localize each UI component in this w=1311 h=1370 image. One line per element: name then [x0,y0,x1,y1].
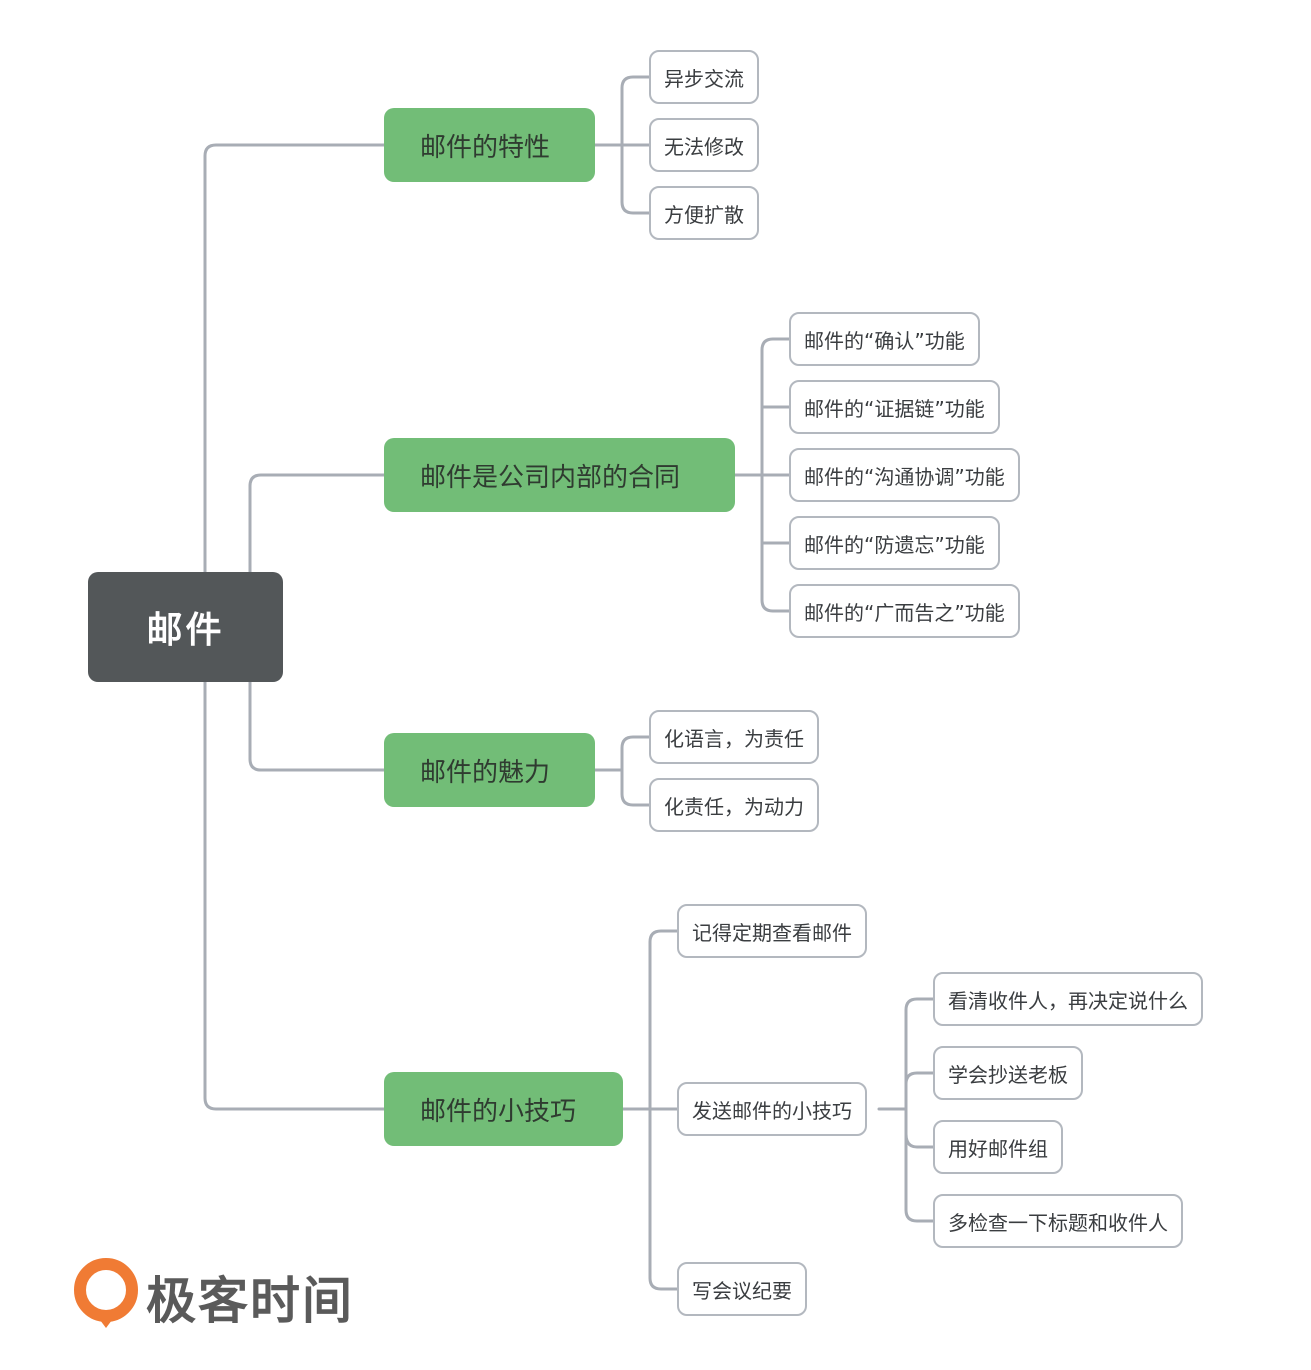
leaf-spread: 方便扩散 [649,186,759,240]
leaf-announce: 邮件的“广而告之”功能 [789,584,1020,638]
contract-stem-line [733,337,791,613]
leaf-coordinate: 邮件的“沟通协调”功能 [789,448,1020,502]
leaf-evidence: 邮件的“证据链”功能 [789,380,1000,434]
leaf-responsibility-motivation: 化责任，为动力 [649,778,819,832]
leaf-async: 异步交流 [649,50,759,104]
branch-tips: 邮件的小技巧 [384,1072,623,1146]
leaf-remember: 邮件的“防遗忘”功能 [789,516,1000,570]
leaf-immutable: 无法修改 [649,118,759,172]
logo-text: 极客时间 [146,1272,354,1330]
leaf-check-recipients: 看清收件人，再决定说什么 [933,972,1203,1026]
leaf-meeting-minutes: 写会议纪要 [677,1262,807,1316]
leaf-confirm: 邮件的“确认”功能 [789,312,980,366]
leaf-double-check: 多检查一下标题和收件人 [933,1194,1183,1248]
send-tips-stem-line [877,997,935,1223]
leaf-language-responsibility: 化语言，为责任 [649,710,819,764]
root-to-charm-line [248,680,386,772]
root-to-contract-line [248,473,386,574]
root-node: 邮件 [88,572,283,682]
charm-stem-line [593,735,651,807]
branch-charm: 邮件的魅力 [384,733,595,807]
traits-stem-line [593,75,651,215]
leaf-send-tips: 发送邮件的小技巧 [677,1082,867,1136]
geektime-logo-icon [74,1258,138,1328]
leaf-cc-boss: 学会抄送老板 [933,1046,1083,1100]
branch-contract: 邮件是公司内部的合同 [384,438,735,512]
leaf-mail-group: 用好邮件组 [933,1120,1063,1174]
root-to-traits-line [203,143,386,574]
branch-traits: 邮件的特性 [384,108,595,182]
tips-stem-line [621,929,679,1291]
leaf-check-regularly: 记得定期查看邮件 [677,904,867,958]
root-to-tips-line [203,680,386,1111]
